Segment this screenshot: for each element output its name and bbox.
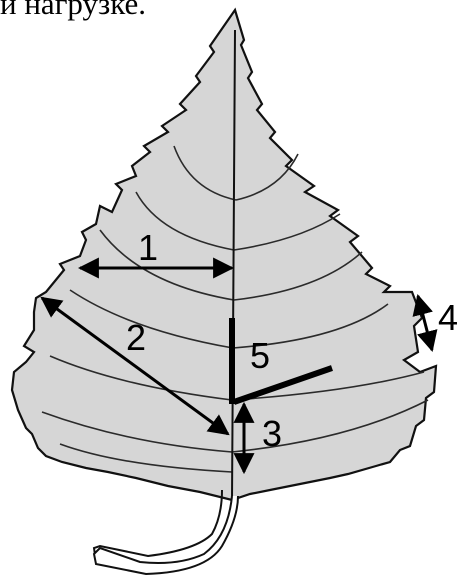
leaf-stalk xyxy=(94,496,238,574)
label-5: 5 xyxy=(250,335,270,376)
label-1: 1 xyxy=(138,227,158,268)
birch-leaf-icon xyxy=(12,10,436,500)
label-2: 2 xyxy=(126,317,146,358)
label-3: 3 xyxy=(262,413,282,454)
label-4: 4 xyxy=(438,297,458,338)
measure-arrow-4 xyxy=(418,296,432,350)
